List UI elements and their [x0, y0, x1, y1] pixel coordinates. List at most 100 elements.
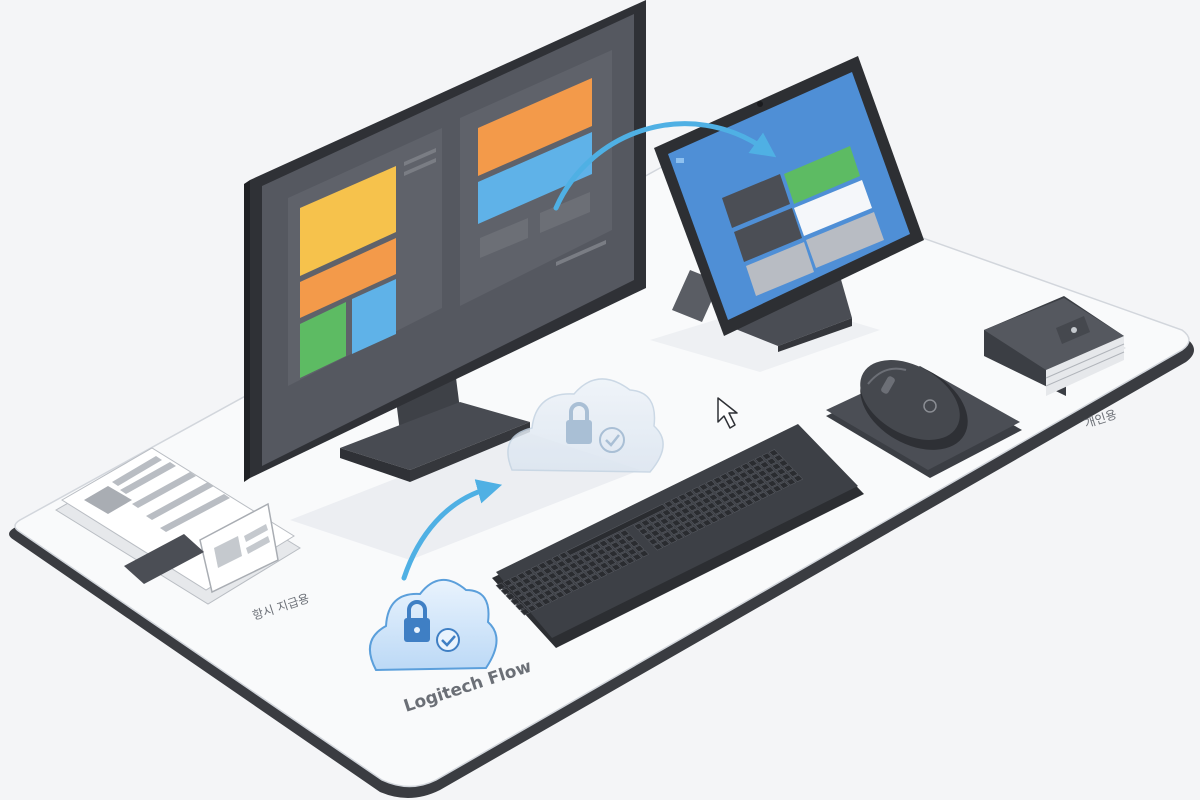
keyboard-key[interactable] — [606, 558, 617, 566]
keyboard-key[interactable] — [502, 579, 513, 587]
keyboard-key[interactable] — [708, 493, 719, 501]
keyboard-key[interactable] — [589, 573, 601, 582]
keyboard-key[interactable] — [563, 556, 574, 565]
keyboard-key[interactable] — [750, 473, 761, 481]
keyboard-key[interactable] — [747, 459, 758, 467]
keyboard-key[interactable] — [726, 469, 737, 478]
tablet-tile-green[interactable] — [784, 146, 860, 204]
keyboard-key[interactable] — [599, 561, 610, 570]
tile-blue-right[interactable] — [478, 132, 592, 224]
keyboard-key[interactable] — [554, 590, 566, 599]
keyboard-key[interactable] — [608, 549, 619, 558]
keyboard-key[interactable] — [542, 567, 553, 575]
keyboard-key[interactable] — [559, 573, 570, 582]
keyboard-key[interactable] — [652, 543, 664, 551]
keyboard-key[interactable] — [505, 592, 516, 601]
keyboard-key[interactable] — [617, 538, 628, 546]
keyboard-key[interactable] — [722, 508, 734, 517]
keyboard-key[interactable] — [622, 543, 633, 551]
keyboard-key[interactable] — [535, 570, 546, 578]
keyboard-key[interactable] — [745, 467, 756, 476]
keyboard-key[interactable] — [575, 558, 586, 566]
keyboard-key[interactable] — [764, 466, 775, 474]
keyboard-key[interactable] — [605, 536, 616, 544]
keyboard[interactable] — [492, 424, 864, 648]
keyboard-key[interactable] — [757, 491, 769, 500]
keyboard-key[interactable] — [778, 481, 790, 489]
keyboard-key[interactable] — [792, 474, 804, 483]
keyboard-key[interactable] — [720, 495, 731, 503]
keyboard-key[interactable] — [662, 531, 673, 539]
keyboard-key[interactable] — [627, 548, 638, 556]
keyboard-key[interactable] — [568, 561, 579, 570]
keyboard-key[interactable] — [670, 497, 681, 505]
keyboard-key[interactable] — [676, 524, 687, 532]
keyboard-key[interactable] — [673, 532, 685, 541]
keyboard-key[interactable] — [689, 495, 700, 503]
keyboard-key[interactable] — [552, 577, 563, 585]
keyboard-key[interactable] — [510, 597, 521, 606]
keyboard-key[interactable] — [519, 608, 531, 616]
keyboard-key[interactable] — [522, 599, 533, 607]
keyboard-key[interactable] — [673, 510, 684, 519]
keyboard-key[interactable] — [612, 532, 623, 541]
keyboard-key[interactable] — [661, 508, 672, 517]
keyboard-key[interactable] — [743, 498, 755, 507]
keyboard-key[interactable] — [584, 546, 595, 555]
keyboard-key[interactable] — [748, 481, 759, 489]
keyboard-key[interactable] — [739, 493, 750, 501]
keyboard-key[interactable] — [654, 512, 665, 520]
keyboard-key[interactable] — [629, 539, 640, 548]
keyboard-key[interactable] — [722, 486, 733, 495]
keyboard-key[interactable] — [544, 558, 555, 567]
keyboard-key[interactable] — [650, 529, 661, 537]
keyboard-key[interactable] — [512, 589, 523, 597]
keyboard-key[interactable] — [638, 527, 649, 536]
keyboard-key[interactable] — [514, 580, 525, 589]
keyboard-key[interactable] — [655, 534, 666, 542]
keyboard-key[interactable] — [663, 500, 674, 508]
keyboard-key[interactable] — [613, 555, 624, 563]
keyboard-key[interactable] — [643, 532, 654, 541]
keyboard-key[interactable] — [669, 527, 680, 536]
keyboard-key[interactable] — [719, 473, 730, 481]
keyboard-key[interactable] — [741, 484, 752, 493]
keyboard-key[interactable] — [657, 526, 668, 534]
keyboard-key[interactable] — [573, 567, 584, 575]
keyboard-key[interactable] — [767, 479, 778, 488]
keyboard-key[interactable] — [785, 478, 797, 486]
keyboard-key[interactable] — [633, 522, 644, 531]
tablet-tile-gray-2[interactable] — [746, 242, 814, 296]
keyboard-key[interactable] — [762, 474, 773, 483]
keyboard-key[interactable] — [683, 520, 694, 529]
keyboard-key[interactable] — [556, 560, 567, 568]
keyboard-key[interactable] — [568, 584, 580, 592]
keyboard-key[interactable] — [564, 578, 575, 587]
keyboard-key[interactable] — [701, 519, 713, 527]
keyboard-key[interactable] — [585, 568, 596, 577]
keyboard-key[interactable] — [705, 479, 716, 488]
keyboard-key[interactable] — [566, 570, 577, 578]
keyboard-key[interactable] — [690, 517, 701, 525]
keyboard-key[interactable] — [710, 485, 721, 493]
keyboard-key[interactable] — [500, 587, 511, 596]
keyboard-key[interactable] — [664, 522, 675, 531]
keyboard-key[interactable] — [755, 478, 766, 486]
keyboard-key[interactable] — [706, 502, 717, 510]
keyboard-key[interactable] — [671, 519, 682, 527]
keyboard-key[interactable] — [517, 594, 528, 602]
keyboard-key[interactable] — [678, 515, 689, 524]
keyboard-key[interactable] — [528, 573, 539, 582]
keyboard-key[interactable] — [533, 601, 545, 609]
mouse-wheel[interactable] — [880, 375, 896, 395]
keyboard-key[interactable] — [634, 544, 645, 553]
keyboard-key[interactable] — [596, 570, 608, 578]
keyboard-key[interactable] — [507, 584, 518, 592]
keyboard-key[interactable] — [712, 476, 723, 484]
mouse[interactable] — [845, 344, 983, 468]
keyboard-key[interactable] — [526, 582, 537, 590]
keyboard-key[interactable] — [591, 543, 602, 551]
keyboard-key[interactable] — [691, 486, 702, 495]
keyboard-key[interactable] — [717, 481, 728, 490]
keyboard-key[interactable] — [708, 515, 720, 524]
